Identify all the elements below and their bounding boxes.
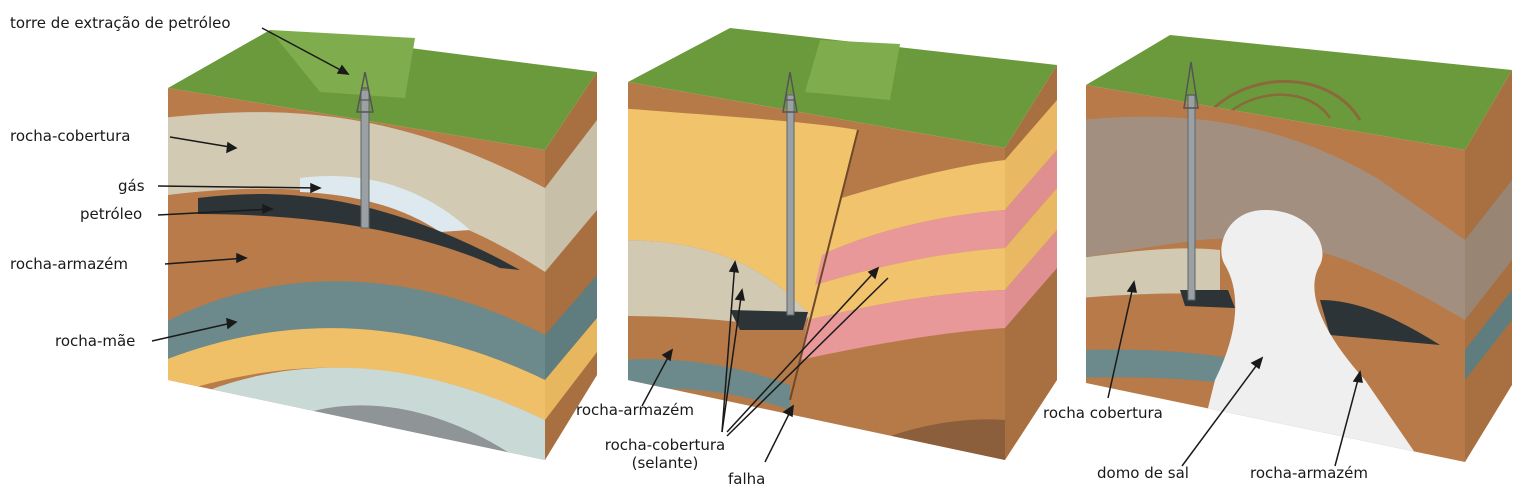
derrick-2 bbox=[782, 71, 798, 316]
layer-oil-1 bbox=[198, 194, 520, 270]
salt-dome-body bbox=[1195, 210, 1420, 460]
layer-yellow-2b bbox=[822, 160, 1005, 255]
block-fault bbox=[628, 28, 1057, 460]
derrick-3 bbox=[1183, 61, 1199, 301]
layer-pink-2 bbox=[815, 210, 1005, 285]
layer-yellow-2 bbox=[628, 108, 858, 315]
label-reservoir-3: rocha-armazém bbox=[1250, 464, 1368, 482]
layer-mother-2 bbox=[628, 359, 790, 410]
block-salt-dome bbox=[1086, 35, 1512, 462]
layer-pink-2b bbox=[800, 290, 1005, 360]
label-source-rock: rocha-mãe bbox=[55, 332, 136, 350]
label-gas: gás bbox=[118, 177, 145, 195]
label-cap-rock-2-line2: (selante) bbox=[631, 454, 699, 472]
label-oil: petróleo bbox=[80, 205, 143, 223]
label-reservoir-2: rocha-armazém bbox=[576, 401, 694, 419]
label-salt-dome: domo de sal bbox=[1097, 464, 1189, 482]
layer-yellow-2c bbox=[808, 248, 1005, 320]
layer-oil-2 bbox=[730, 310, 808, 330]
surface-ridge-1 bbox=[270, 30, 415, 98]
leader-lines bbox=[151, 27, 1363, 467]
label-tower: torre de extração de petróleo bbox=[10, 14, 231, 32]
block-anticline bbox=[168, 30, 597, 460]
label-cap-rock-2-line1: rocha-cobertura bbox=[604, 436, 726, 454]
label-reservoir: rocha-armazém bbox=[10, 255, 128, 273]
layer-gas-1 bbox=[300, 175, 470, 232]
label-cap-rock-2: rocha-cobertura (selante) bbox=[600, 436, 730, 472]
fault-line-2 bbox=[789, 129, 859, 401]
layer-mother-3 bbox=[1086, 349, 1240, 385]
derrick-1 bbox=[356, 71, 374, 229]
layer-yellow-1 bbox=[168, 328, 545, 420]
label-cap-rock: rocha-cobertura bbox=[10, 127, 131, 145]
layer-oil-3b bbox=[1320, 300, 1440, 345]
layer-cap-rock-3 bbox=[1086, 248, 1220, 298]
layer-cap-rock-2 bbox=[628, 240, 810, 330]
label-fault: falha bbox=[728, 470, 766, 488]
layer-source-rock-1 bbox=[168, 281, 545, 380]
surface-grass-3 bbox=[1086, 35, 1512, 150]
label-cap-rock-3: rocha cobertura bbox=[1043, 404, 1163, 422]
